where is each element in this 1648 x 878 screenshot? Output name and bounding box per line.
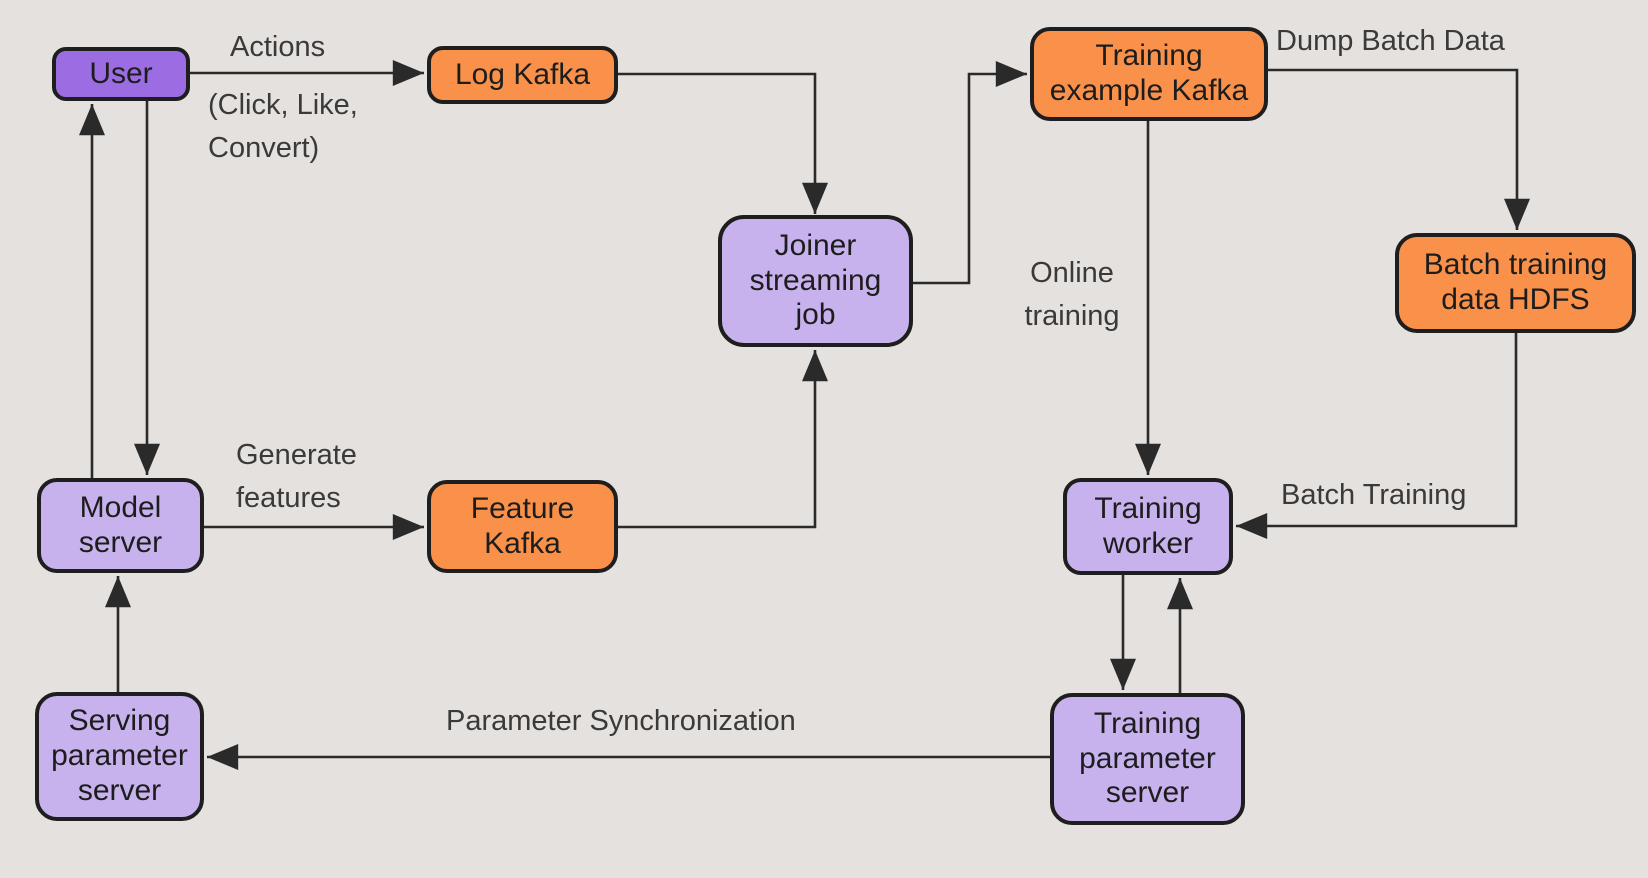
node-joiner-streaming-job-label: Joiner streaming job (749, 228, 882, 332)
edge-training-example-kafka-to-hdfs (1268, 68, 1530, 230)
edge-feature-kafka-to-joiner (618, 350, 828, 529)
node-feature-kafka-label: Feature Kafka (470, 491, 575, 560)
node-training-parameter-server-label: Training parameter server (1079, 706, 1216, 810)
label-actions-detail: (Click, Like, Convert) (208, 89, 358, 164)
node-joiner-streaming-job: Joiner streaming job (718, 215, 913, 347)
node-feature-kafka: Feature Kafka (427, 480, 618, 573)
label-actions: Actions (230, 31, 326, 63)
node-model-server: Model server (37, 478, 204, 573)
edge-joiner-to-training-example-kafka (913, 61, 1027, 285)
node-log-kafka: Log Kafka (427, 46, 618, 104)
node-model-server-label: Model server (78, 490, 163, 559)
label-dump-batch-data: Dump Batch Data (1276, 25, 1505, 57)
node-batch-training-data-hdfs-label: Batch training data HDFS (1423, 248, 1608, 316)
node-user-label: User (89, 56, 153, 90)
node-serving-parameter-server-label: Serving parameter server (51, 704, 188, 807)
edge-hdfs-to-training-worker (1236, 333, 1518, 539)
node-batch-training-data-hdfs: Batch training data HDFS (1395, 233, 1636, 333)
node-training-worker-label: Training worker (1094, 491, 1202, 560)
label-batch-training: Batch Training (1281, 479, 1467, 511)
edge-log-kafka-to-joiner (618, 72, 828, 214)
node-training-example-kafka-label: Training example Kafka (1049, 39, 1249, 107)
label-parameter-synchronization: Parameter Synchronization (446, 705, 796, 737)
node-training-parameter-server: Training parameter server (1050, 693, 1245, 825)
node-user: User (52, 47, 190, 101)
label-generate-features: Generate features (236, 439, 357, 514)
node-training-example-kafka: Training example Kafka (1030, 27, 1268, 121)
node-training-worker: Training worker (1063, 478, 1233, 575)
node-serving-parameter-server: Serving parameter server (35, 692, 204, 821)
label-online-training: Online training (1024, 257, 1120, 332)
node-log-kafka-label: Log Kafka (454, 57, 591, 91)
